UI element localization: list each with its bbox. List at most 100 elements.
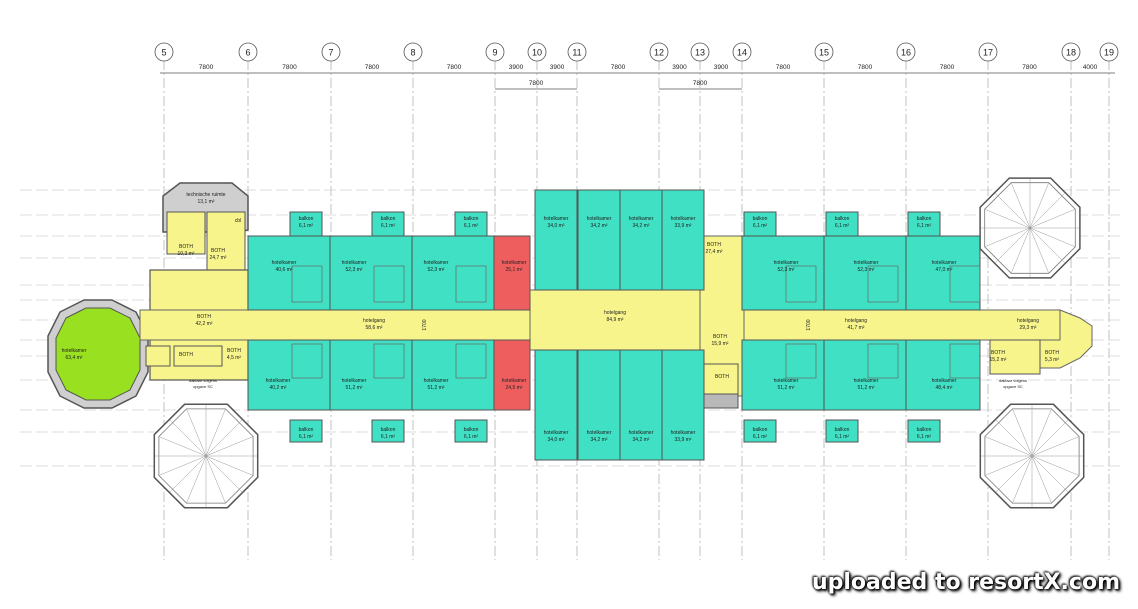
axis-bubble bbox=[1061, 42, 1081, 62]
hotelkamer-top bbox=[905, 235, 981, 311]
span-dimension: 3900 bbox=[550, 64, 565, 71]
top-room-area: 52,3 m² bbox=[778, 267, 795, 273]
stair-ray bbox=[1012, 408, 1033, 457]
balcony-bottom bbox=[743, 419, 777, 443]
gang-center-name: hotelgang bbox=[604, 310, 626, 316]
balcony-bottom-area: 6,1 m² bbox=[753, 434, 768, 440]
both-lift-label: BOTH bbox=[715, 374, 729, 380]
span-dimension: 7800 bbox=[611, 64, 626, 71]
lift-area bbox=[703, 363, 739, 395]
span-dimension: 7800 bbox=[447, 64, 462, 71]
both-274-name: BOTH bbox=[707, 242, 721, 248]
both-159-area: 15,9 m² bbox=[712, 341, 729, 347]
balcony-bottom-name: balkon bbox=[299, 427, 314, 433]
top-room-name: hotelkamer bbox=[932, 260, 957, 266]
bottom-room-name: hotelkamer bbox=[932, 378, 957, 384]
stair-ray bbox=[995, 419, 1033, 457]
top-room-name: hotelkamer bbox=[854, 260, 879, 266]
tower-top-name: technische ruimte bbox=[186, 192, 225, 198]
bathroom-outline bbox=[867, 343, 899, 379]
stair-ray bbox=[1031, 455, 1080, 476]
hotelkamer-top bbox=[823, 235, 907, 311]
balcony-bottom-name: balkon bbox=[917, 427, 932, 433]
axis-label: 19 bbox=[1104, 48, 1114, 58]
both-103-name: BOTH bbox=[179, 244, 193, 250]
bathroom-outline bbox=[291, 343, 323, 379]
stair-ray bbox=[995, 193, 1031, 229]
ext-note-right-2: opgave SC bbox=[1003, 384, 1023, 389]
watermark: uploaded to resortX.com bbox=[811, 570, 1120, 595]
gang-right-name: hotelgang bbox=[845, 318, 867, 324]
bathroom-outline bbox=[373, 343, 405, 379]
both-422-name: BOTH bbox=[197, 314, 211, 320]
balcony-top bbox=[289, 211, 323, 237]
bottom-room-area: 40,2 m² bbox=[270, 385, 287, 391]
center-room-top bbox=[577, 189, 621, 291]
stair-ray bbox=[186, 455, 207, 504]
hotelkamer-top bbox=[493, 235, 531, 311]
axis-bubble bbox=[567, 42, 587, 62]
balcony-bottom bbox=[907, 419, 941, 443]
stair-ray bbox=[1031, 419, 1069, 457]
balcony-top-area: 6,1 m² bbox=[753, 223, 768, 229]
top-room-name: hotelkamer bbox=[272, 260, 297, 266]
group-span-dimension: 7800 bbox=[529, 80, 544, 87]
axis-label: 11 bbox=[572, 48, 581, 58]
lift-shaft bbox=[703, 393, 739, 409]
axis-bubble bbox=[896, 42, 916, 62]
balcony-top bbox=[825, 211, 859, 237]
bathroom-outline bbox=[455, 343, 487, 379]
hotelkamer-bottom bbox=[411, 339, 495, 411]
axis-label: 16 bbox=[901, 48, 911, 58]
top-room-area: 52,3 m² bbox=[858, 267, 875, 273]
axis-label: 5 bbox=[161, 48, 166, 58]
both-159-name: BOTH bbox=[713, 334, 727, 340]
gang-left-area: 58,6 m² bbox=[366, 325, 383, 331]
bottom-room-name: hotelkamer bbox=[424, 378, 449, 384]
stair-ray bbox=[984, 455, 1033, 476]
stair-ray bbox=[205, 455, 243, 493]
center-room-bottom bbox=[619, 349, 663, 461]
both-small-label: BOTH bbox=[179, 352, 193, 358]
bottom-room-area: 51,2 m² bbox=[346, 385, 363, 391]
axis-bubble bbox=[732, 42, 752, 62]
axis-bubble bbox=[978, 42, 998, 62]
center-bottom-room-name: hotelkamer bbox=[629, 430, 654, 436]
axis-label: 13 bbox=[695, 48, 705, 58]
stair-ray bbox=[1029, 182, 1050, 229]
top-room-name: hotelkamer bbox=[342, 260, 367, 266]
balcony-top-area: 6,1 m² bbox=[299, 223, 314, 229]
group-span-dimension: 7800 bbox=[693, 80, 708, 87]
span-dimension: 3900 bbox=[672, 64, 687, 71]
hotelkamer-bottom bbox=[247, 339, 331, 411]
balcony-bottom bbox=[371, 419, 405, 443]
both-small-mid bbox=[173, 345, 223, 367]
axis-bubble bbox=[403, 42, 423, 62]
balcony-bottom bbox=[454, 419, 488, 443]
axis-bubble bbox=[485, 42, 505, 62]
span-dimension: 3900 bbox=[714, 64, 729, 71]
bottom-room-name: hotelkamer bbox=[502, 378, 527, 384]
balcony-bottom-area: 6,1 m² bbox=[835, 434, 850, 440]
top-room-area: 47,0 m² bbox=[936, 267, 953, 273]
center-top-room-name: hotelkamer bbox=[544, 216, 569, 222]
balcony-top bbox=[907, 211, 941, 237]
center-room-bottom bbox=[661, 349, 705, 461]
balcony-top-area: 6,1 m² bbox=[464, 223, 479, 229]
axis-bubble bbox=[1099, 42, 1119, 62]
bottom-room-area: 48,4 m² bbox=[936, 385, 953, 391]
balcony-bottom-area: 6,1 m² bbox=[917, 434, 932, 440]
stair-ray bbox=[995, 455, 1033, 493]
stair-ray bbox=[1029, 227, 1076, 248]
bottom-room-name: hotelkamer bbox=[854, 378, 879, 384]
suite-octagon bbox=[47, 299, 149, 409]
balcony-bottom-name: balkon bbox=[753, 427, 768, 433]
stair-ray bbox=[1031, 408, 1052, 457]
hotelkamer-top bbox=[411, 235, 495, 311]
balcony-top-name: balkon bbox=[753, 216, 768, 222]
center-room-top bbox=[661, 189, 705, 291]
axis-bubble bbox=[814, 42, 834, 62]
stair-ray bbox=[995, 227, 1031, 263]
center-bottom-room-area: 34,2 m² bbox=[633, 437, 650, 443]
both-247-name: BOTH bbox=[211, 248, 225, 254]
